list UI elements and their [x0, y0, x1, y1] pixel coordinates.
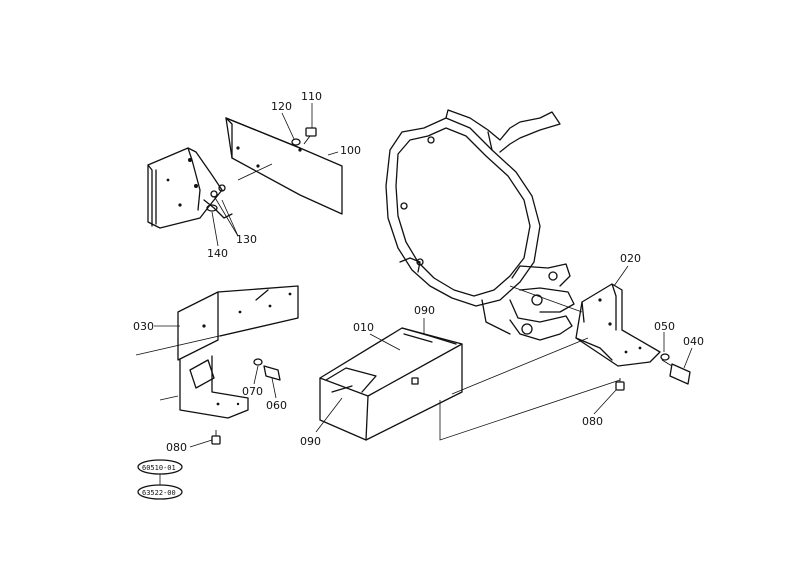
reference-code-2-text: 63522-00 — [142, 489, 176, 497]
label-080-right: 080 — [582, 415, 603, 428]
label-040: 040 — [683, 335, 704, 348]
label-140: 140 — [207, 247, 228, 260]
reference-code-1: 60510-01 — [137, 459, 183, 475]
reference-code-2: 63522-00 — [137, 484, 183, 500]
label-010: 010 — [353, 321, 374, 334]
label-020: 020 — [620, 252, 641, 265]
label-110: 110 — [301, 90, 322, 103]
bracket-020 — [575, 283, 661, 367]
label-090-top: 090 — [414, 304, 435, 317]
label-100: 100 — [340, 144, 361, 157]
label-130: 130 — [236, 233, 257, 246]
tool-box-010 — [319, 327, 463, 441]
screw-080-left — [211, 430, 221, 445]
washer-050 — [660, 353, 670, 361]
label-030: 030 — [133, 320, 154, 333]
label-070: 070 — [242, 385, 263, 398]
upper-mount-bracket — [147, 147, 233, 229]
label-080-left: 080 — [166, 441, 187, 454]
bolt-110 — [303, 127, 317, 145]
bolt-060 — [263, 365, 281, 381]
label-060: 060 — [266, 399, 287, 412]
label-090-bottom: 090 — [300, 435, 321, 448]
washer-140 — [206, 204, 218, 212]
label-120: 120 — [271, 100, 292, 113]
nut-130 — [210, 184, 226, 198]
bolt-040 — [661, 359, 691, 385]
plate-100 — [225, 117, 343, 215]
flywheel-housing — [385, 109, 575, 341]
reference-code-1-text: 60510-01 — [142, 464, 176, 472]
washer-120 — [291, 138, 301, 146]
washer-070 — [253, 358, 263, 366]
assembly-guide-lines — [135, 163, 621, 441]
screw-080-right — [615, 378, 625, 391]
leader-lines — [154, 103, 693, 448]
label-050: 050 — [654, 320, 675, 333]
